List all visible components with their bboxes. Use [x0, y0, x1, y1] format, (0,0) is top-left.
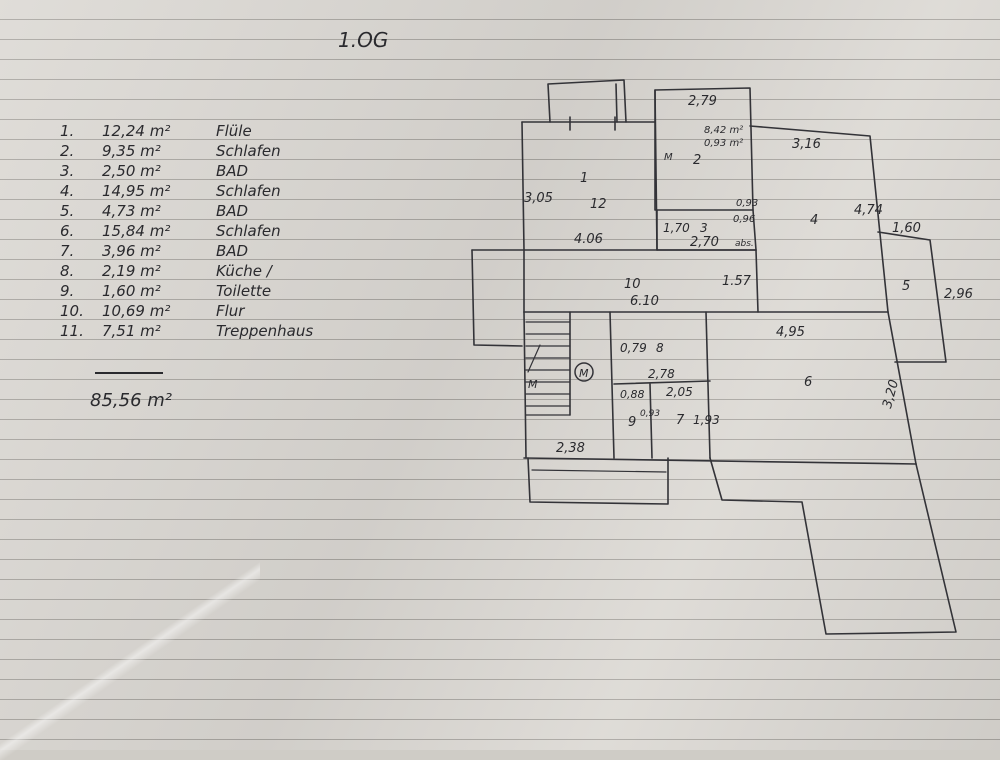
room-number: 11. — [60, 322, 84, 340]
room-number: 7. — [60, 242, 75, 260]
room-number: 2 — [693, 153, 701, 168]
room-name: BAD — [216, 202, 249, 220]
dim-label: 4,95 — [776, 325, 805, 340]
list-item: 1. 12,24 m² Flüle — [60, 124, 360, 144]
room-number: 5. — [60, 202, 75, 220]
room-area: 7,51 m² — [102, 322, 161, 340]
list-item: 9. 1,60 m² Toilette — [60, 284, 360, 304]
room-area: 2,50 m² — [102, 162, 161, 180]
circle-symbol — [574, 362, 594, 382]
room-area: 2,19 m² — [102, 262, 161, 280]
marker-label: M — [664, 152, 673, 163]
dim-label: 1,93 — [693, 413, 720, 427]
room-number: 1 — [580, 171, 588, 186]
list-item: 2. 9,35 m² Schlafen — [60, 144, 360, 164]
room-number: 3. — [60, 162, 75, 180]
room-number: 10 — [624, 277, 641, 292]
dim-label: 2,96 — [944, 287, 973, 302]
room-name: Flüle — [216, 122, 252, 140]
room-area: 4,73 m² — [102, 202, 161, 220]
dim-label: 2,38 — [556, 441, 585, 456]
dim-label: 0,88 — [620, 388, 645, 401]
room-number: 9 — [628, 415, 636, 430]
list-item: 3. 2,50 m² BAD — [60, 164, 360, 184]
dim-label: 4,74 — [854, 203, 883, 218]
room-number: 4. — [60, 182, 75, 200]
room-number: 8 — [656, 341, 664, 355]
stair-steps — [525, 321, 571, 416]
dim-label: 4.06 — [574, 232, 603, 247]
room-name: BAD — [216, 242, 249, 260]
dim-label: 0,93 — [640, 409, 660, 419]
paper-crease — [0, 560, 260, 760]
room-name: Schlafen — [216, 142, 281, 160]
room-number: 3 — [700, 221, 708, 235]
room-number: 6. — [60, 222, 75, 240]
list-item: 6. 15,84 m² Schlafen — [60, 224, 360, 244]
room-name: Flur — [216, 302, 245, 320]
dim-label: 1.57 — [722, 274, 752, 289]
list-item: 10. 10,69 m² Flur — [60, 304, 360, 324]
list-item: 4. 14,95 m² Schlafen — [60, 184, 360, 204]
dim-label: 3,05 — [524, 191, 553, 206]
marker-label: M — [528, 378, 538, 391]
floor-title: 1.OG — [338, 28, 389, 52]
dim-label: 0,96 — [733, 214, 755, 225]
room-number: 4 — [810, 213, 818, 228]
room-number: 7 — [676, 413, 685, 428]
room-area: 12,24 m² — [102, 122, 171, 140]
note-label: abs. — [735, 239, 754, 249]
room-number: 1. — [60, 122, 75, 140]
room-name: Küche / — [216, 262, 272, 280]
list-item: 11. 7,51 m² Treppenhaus — [60, 324, 360, 344]
dim-label: 2,78 — [648, 367, 675, 381]
sum-underline — [95, 372, 163, 374]
room-area: 9,35 m² — [102, 142, 161, 160]
dim-label: 0,93 — [736, 198, 758, 209]
room-name: BAD — [216, 162, 249, 180]
room-area: 15,84 m² — [102, 222, 171, 240]
list-item: 7. 3,96 m² BAD — [60, 244, 360, 264]
room-number: 9. — [60, 282, 75, 300]
room-number: 12 — [590, 197, 607, 212]
room-area: 10,69 m² — [102, 302, 171, 320]
room-number: 8. — [60, 262, 75, 280]
chimney — [547, 79, 627, 123]
total-area: 85,56 m² — [90, 390, 173, 411]
room-name: Treppenhaus — [216, 322, 314, 340]
area-label: 8,42 m² — [704, 125, 743, 136]
room-name: Schlafen — [216, 182, 281, 200]
room-area: 14,95 m² — [102, 182, 171, 200]
list-item: 5. 4,73 m² BAD — [60, 204, 360, 224]
dim-label: 2,05 — [666, 385, 693, 399]
dim-label: 6.10 — [630, 294, 659, 309]
plan-walls — [471, 79, 957, 635]
room-area: 3,96 m² — [102, 242, 161, 260]
dim-label: 1,70 — [663, 221, 690, 235]
room-name: Schlafen — [216, 222, 281, 240]
room-number: 10. — [60, 302, 84, 320]
room-number: 6 — [804, 375, 812, 390]
room-number: 5 — [902, 279, 910, 294]
dim-label: 3,20 — [880, 378, 902, 410]
room-number: 2. — [60, 142, 75, 160]
room-area: 1,60 m² — [102, 282, 161, 300]
list-item: 8. 2,19 m² Küche / — [60, 264, 360, 284]
dim-label: 2,79 — [688, 94, 717, 109]
dim-label: 1,60 — [892, 221, 921, 236]
area-label: 0,93 m² — [704, 138, 743, 149]
dim-label: 2,70 — [690, 235, 719, 250]
room-name: Toilette — [216, 282, 272, 300]
dim-label: 0,79 — [620, 341, 647, 355]
plan-labels: 2,79 8,42 m² 0,93 m² 2 M 3,16 1 12 3,05 … — [524, 94, 973, 456]
dim-label: 3,16 — [792, 137, 821, 152]
marker-label: M — [579, 367, 589, 380]
